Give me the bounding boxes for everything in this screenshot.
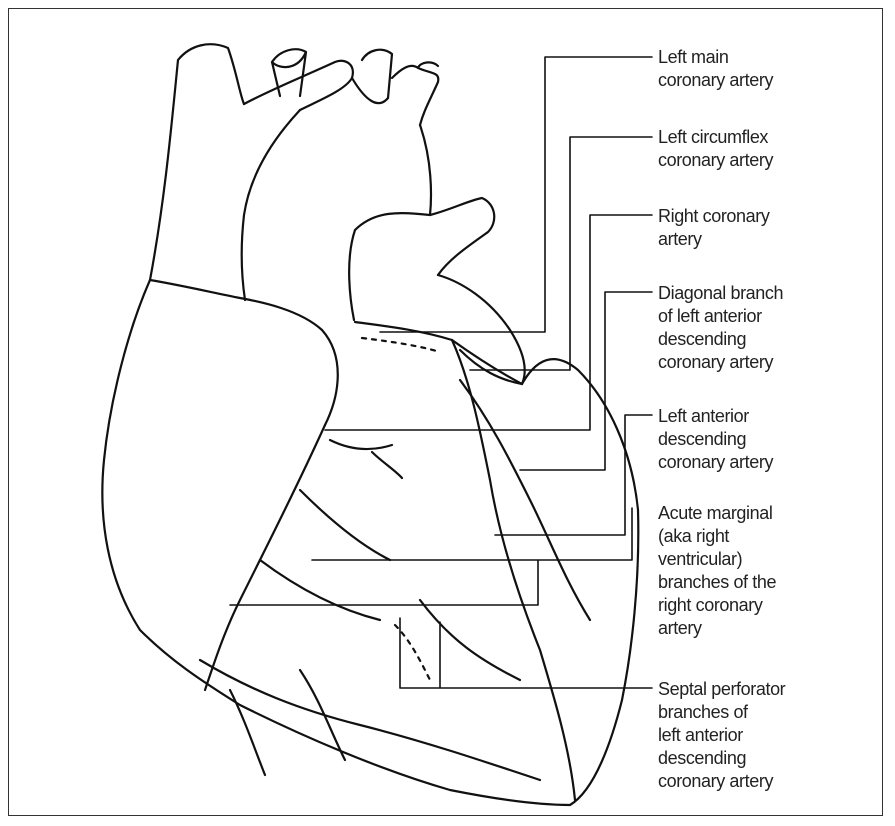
lad-artery: [452, 340, 575, 800]
acute-marginal-artery: [260, 490, 390, 620]
pulmonary-trunk: [349, 198, 494, 320]
left-atrial-appendage: [438, 275, 525, 384]
leader-diagonal: [520, 292, 652, 470]
heart-outline: [102, 280, 638, 805]
right-coronary-artery: [205, 425, 325, 690]
leader-septal: [400, 618, 652, 688]
leader-left-main: [380, 57, 652, 332]
leader-acute-marginal: [230, 508, 632, 605]
leader-right-coronary: [325, 215, 652, 430]
leader-left-circumflex: [470, 137, 652, 370]
right-atrium: [150, 280, 338, 425]
diagonal-artery: [460, 380, 590, 620]
septal-dashes: [362, 338, 440, 680]
left-main-artery: [355, 322, 452, 340]
superior-vena-cava: [150, 44, 244, 280]
branch-detail: [330, 440, 402, 478]
aorta: [242, 78, 431, 300]
leader-lines: [230, 57, 652, 688]
circumflex-artery: [452, 340, 522, 384]
label-acute-marginal: Acute marginal(aka right ventricular)bra…: [658, 502, 888, 640]
